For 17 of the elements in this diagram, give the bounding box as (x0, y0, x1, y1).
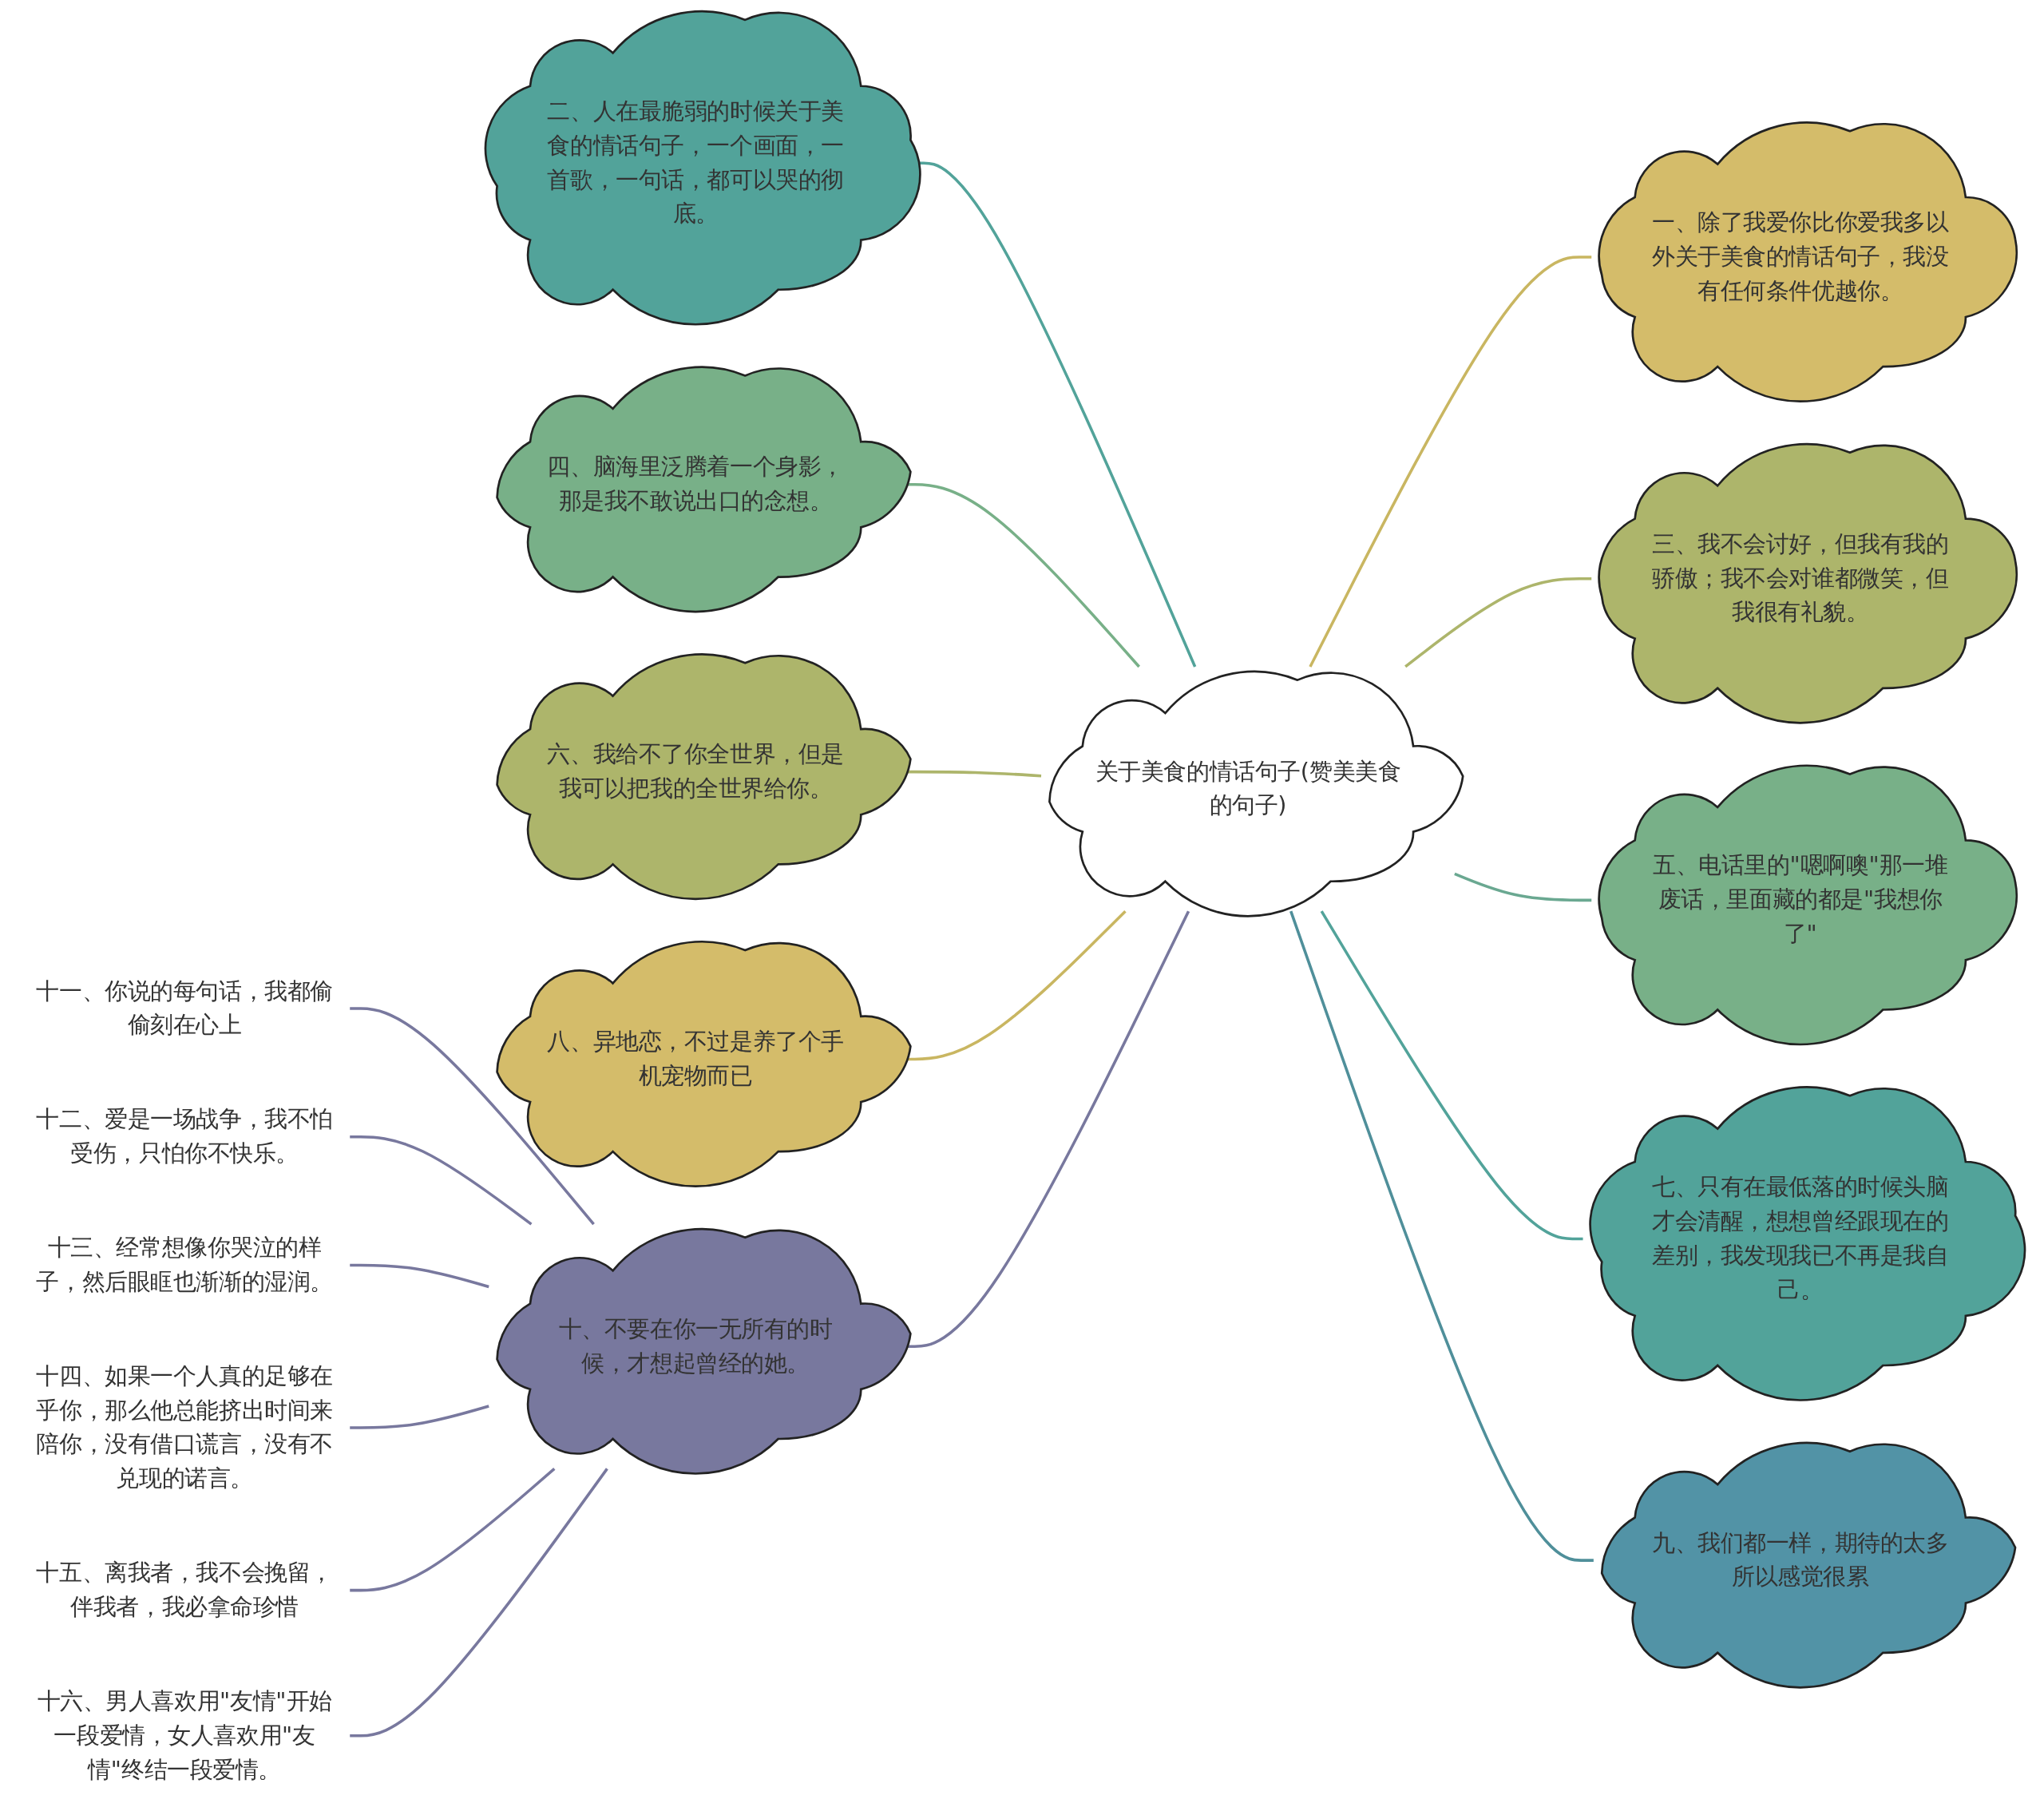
connector (350, 1405, 489, 1429)
node-text: 十六、男人喜欢用"友情"开始一段爱情，女人喜欢用"友情"终结一段爱情。 (37, 1687, 332, 1783)
connector (1404, 577, 1592, 668)
node-text: 十一、你说的每句话，我都偷偷刻在心上 (36, 977, 333, 1039)
connector (350, 1468, 556, 1592)
node-text: 十三、经常想像你哭泣的样子，然后眼眶也渐渐的湿润。 (36, 1234, 333, 1295)
node-text: 十四、如果一个人真的足够在乎你，那么他总能挤出时间来陪你，没有借口谎言，没有不兑现的诺言。 (36, 1361, 333, 1492)
connector (1454, 872, 1592, 902)
connector (350, 1135, 533, 1226)
connector (350, 1007, 595, 1226)
node-text: 十二、爱是一场战争，我不怕受伤，只怕你不快乐。 (36, 1105, 333, 1167)
node-text: 十五、离我者，我不会挽留，伴我者，我必拿命珍惜 (36, 1559, 333, 1621)
connector (1320, 910, 1583, 1241)
connector (1309, 256, 1592, 668)
connector (1289, 910, 1594, 1562)
connector (350, 1263, 489, 1289)
connector (350, 1468, 608, 1738)
